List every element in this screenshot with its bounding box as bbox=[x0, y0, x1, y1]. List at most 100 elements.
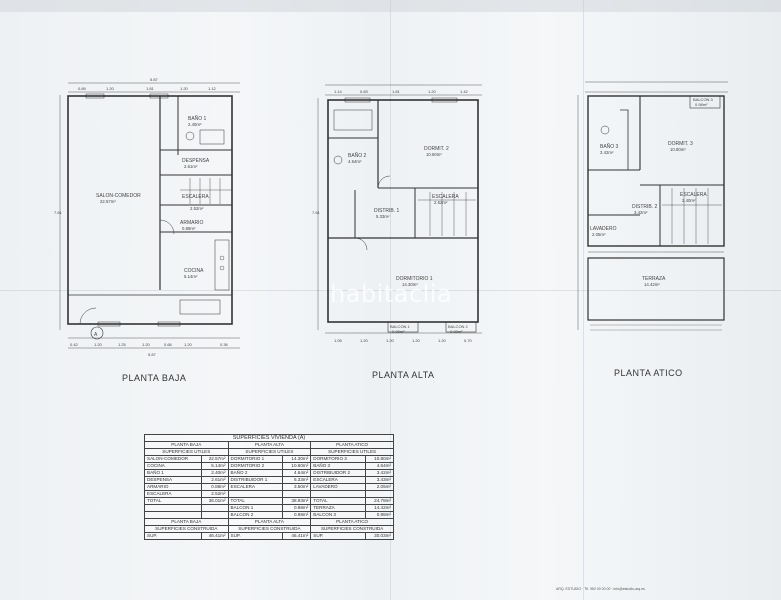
baja-bottom-dim-4: 0.66 bbox=[164, 342, 173, 347]
baja-bottom-dim-5: 1.20 bbox=[184, 342, 193, 347]
cell-area: 5.33m² bbox=[281, 476, 312, 484]
alta-room-name-bano2: BAÑO 2 bbox=[348, 152, 367, 159]
plan-title-atico: PLANTA ATICO bbox=[614, 368, 683, 378]
baja-room-area-bano1: 2.40m² bbox=[188, 122, 202, 127]
useful-header-atico: SUPERFICIES UTILES bbox=[310, 448, 394, 456]
atico-room-area-terraza: 14.42m² bbox=[644, 282, 660, 287]
cell-name: DISTRIBUIDOR 2 bbox=[310, 469, 366, 477]
cell-name: BAÑO 3 bbox=[310, 462, 366, 470]
atico-room-name-terraza: TERRAZA bbox=[642, 276, 666, 282]
alta-room-name-escalera: ESCALERA bbox=[432, 194, 459, 200]
cell-name: DORMITORIO 2 bbox=[227, 462, 283, 470]
baja-bottom-dim-6: 0.36 bbox=[220, 342, 229, 347]
planta-baja-drawing bbox=[59, 82, 240, 349]
alta-room-name-dormit1: DORMITORIO 1 bbox=[396, 276, 433, 282]
total-label-atico: TOTAL bbox=[310, 497, 366, 505]
level-header-atico: PLANTA ATICO bbox=[310, 441, 394, 449]
alta-room-area-balcon1: 0.98m² bbox=[392, 329, 405, 334]
cell-area: 5.14m² bbox=[200, 462, 229, 470]
baja-top-dim-3: 1.20 bbox=[180, 86, 189, 91]
built-alta: 46.41m² bbox=[281, 532, 312, 540]
cell-name: SALON-COMEDOR bbox=[144, 455, 202, 463]
alta-room-area-balcon2: 0.98m² bbox=[450, 329, 463, 334]
built-level-baja: PLANTA BAJA bbox=[144, 518, 229, 526]
level-header-baja: PLANTA BAJA bbox=[144, 441, 229, 449]
atico-room-name-balcon3: BALCON 3 bbox=[693, 97, 714, 102]
baja-bottom-dim-2: 1.25 bbox=[118, 342, 127, 347]
atico-room-area-bano3: 3.42m² bbox=[600, 150, 614, 155]
baja-bottom-total: 5.87 bbox=[148, 352, 157, 357]
baja-room-name-despensa: DESPENSA bbox=[182, 158, 210, 164]
cell-area: 0.98m² bbox=[281, 504, 312, 512]
cell-name: ESCALERA bbox=[227, 483, 283, 491]
atico-room-area-escalera: 2.40m² bbox=[682, 198, 696, 203]
baja-top-dim-2: 1.81 bbox=[146, 86, 155, 91]
cell-name: ESCALERA bbox=[144, 490, 202, 498]
cell-empty bbox=[310, 490, 366, 498]
built-header-alta: SUPERFICIES CONSTRUIDA bbox=[227, 525, 312, 533]
baja-top-dim-4: 1.12 bbox=[208, 86, 217, 91]
cell-empty bbox=[144, 504, 202, 512]
built-level-alta: PLANTA ALTA bbox=[227, 518, 312, 526]
cell-name: BALCON 1 bbox=[227, 504, 283, 512]
total-alta: 38.93m² bbox=[281, 497, 312, 505]
sup-label-baja: SUP. bbox=[144, 532, 202, 540]
surfaces-title-marker: A bbox=[299, 435, 304, 441]
atico-room-name-dormit3: DORMIT. 3 bbox=[668, 141, 693, 147]
built-baja: 46.41m² bbox=[200, 532, 229, 540]
cell-empty bbox=[364, 490, 395, 498]
useful-header-baja: SUPERFICIES UTILES bbox=[144, 448, 229, 456]
watermark: habitaclia bbox=[330, 280, 453, 308]
cell-area: 2.40m² bbox=[200, 469, 229, 477]
alta-bottom-dim-5: 0.70 bbox=[464, 338, 473, 343]
cell-empty bbox=[281, 490, 312, 498]
alta-room-area-distrib1: 5.33m² bbox=[376, 214, 390, 219]
cell-area: 0.98m² bbox=[364, 511, 395, 519]
total-label-baja: TOTAL bbox=[144, 497, 202, 505]
baja-room-area-salon: 22.57m² bbox=[100, 199, 116, 204]
baja-bottom-dim-1: 1.20 bbox=[94, 342, 103, 347]
level-header-alta: PLANTA ALTA bbox=[227, 441, 312, 449]
alta-bottom-dim-3: 1.20 bbox=[412, 338, 421, 343]
alta-room-area-escalera: 2.52m² bbox=[434, 200, 448, 205]
alta-top-dim-3: 1.20 bbox=[428, 89, 437, 94]
baja-room-name-bano1: BAÑO 1 bbox=[188, 115, 207, 122]
alta-top-dim-0: 1.14 bbox=[334, 89, 343, 94]
baja-top-total: 5.87 bbox=[150, 77, 159, 82]
total-label-alta: TOTAL bbox=[227, 497, 283, 505]
built-level-atico: PLANTA ATICO bbox=[310, 518, 394, 526]
baja-room-area-cocina: 5.14m² bbox=[184, 274, 198, 279]
atico-room-area-balcon3: 0.98m² bbox=[695, 102, 708, 107]
alta-room-area-bano2: 4.64m² bbox=[348, 159, 362, 164]
cell-name: DORMITORIO 3 bbox=[310, 455, 366, 463]
built-header-atico: SUPERFICIES CONSTRUIDA bbox=[310, 525, 394, 533]
cell-area: 2.05m² bbox=[364, 483, 395, 491]
baja-room-area-despensa: 2.61m² bbox=[184, 164, 198, 169]
surfaces-title-text: SUPERFICIES VIVIENDA bbox=[232, 435, 297, 441]
atico-room-area-dormit3: 10.80m² bbox=[670, 147, 686, 152]
atico-room-name-distrib2: DISTRIB. 2 bbox=[632, 204, 658, 210]
alta-left-dim: 7.61 bbox=[312, 210, 321, 215]
baja-room-name-cocina: COCINA bbox=[184, 268, 204, 274]
sup-label-atico: SUP. bbox=[310, 532, 366, 540]
atico-room-name-lavadero: LAVADERO bbox=[590, 226, 617, 232]
built-header-baja: SUPERFICIES CONSTRUIDA bbox=[144, 525, 229, 533]
cell-name: ESCALERA bbox=[310, 476, 366, 484]
alta-bottom-dim-0: 1.05 bbox=[334, 338, 343, 343]
cell-area: 14.42m² bbox=[364, 504, 395, 512]
useful-header-alta: SUPERFICIES UTILES bbox=[227, 448, 312, 456]
baja-section-marker-label: A bbox=[94, 332, 98, 338]
alta-top-dim-2: 1.81 bbox=[392, 89, 401, 94]
alta-room-name-balcon1: BALCON 1 bbox=[390, 324, 411, 329]
baja-left-dim: 7.61 bbox=[54, 210, 63, 215]
cell-name: DESPENSA bbox=[144, 476, 202, 484]
cell-area: 10.60m² bbox=[281, 462, 312, 470]
planta-atico-drawing bbox=[577, 81, 728, 331]
alta-room-name-distrib1: DISTRIB. 1 bbox=[374, 208, 400, 214]
alta-bottom-dim-1: 1.20 bbox=[360, 338, 369, 343]
cell-name: COCINA bbox=[144, 462, 202, 470]
